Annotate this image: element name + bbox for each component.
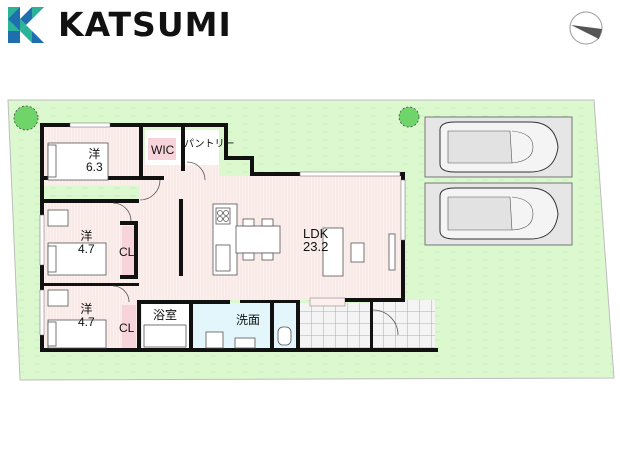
room-name: 洋 <box>88 147 101 161</box>
bed-icon <box>47 209 107 276</box>
room-name: 洋 <box>80 229 93 243</box>
sink <box>234 337 256 349</box>
room-size: 23.2 <box>303 239 329 254</box>
brand-name: KATSUMI <box>58 5 232 44</box>
compass-icon <box>568 10 604 46</box>
room-label-bedroom-2: 洋 4.7 <box>78 230 95 256</box>
room-size: 4.7 <box>78 242 95 256</box>
room-name: 洋 <box>80 302 93 316</box>
sofa <box>322 227 396 277</box>
parking-space-1 <box>424 116 573 178</box>
room-name: LDK <box>303 226 329 241</box>
room-size: 6.3 <box>86 160 103 174</box>
katsumi-logo-icon <box>8 7 44 43</box>
brand-logo: KATSUMI <box>8 6 232 44</box>
bed-icon <box>47 142 109 181</box>
room-size: 4.7 <box>78 315 95 329</box>
washing-machine <box>205 331 224 349</box>
room-label-closet-2: CL <box>119 321 135 335</box>
room-label-closet-1: CL <box>119 245 135 259</box>
room-label-washroom: 洗面 <box>236 313 261 327</box>
kitchen-counter <box>212 203 238 276</box>
room-label-wic: WIC <box>151 143 175 157</box>
room-label-ldk: LDK 23.2 <box>303 227 328 253</box>
bed-icon <box>47 289 107 349</box>
room-label-pantry: パントリー <box>184 139 235 150</box>
bathtub <box>143 324 187 348</box>
dining-table <box>235 218 281 261</box>
room-label-bathroom: 浴室 <box>153 308 178 322</box>
room-label-bedroom-3: 洋 4.7 <box>78 303 95 329</box>
toilet <box>277 326 292 346</box>
tree-icon <box>13 105 39 131</box>
parking-space-2 <box>424 182 573 246</box>
room-label-bedroom-1: 洋 6.3 <box>86 148 103 174</box>
tree-icon <box>398 106 420 128</box>
